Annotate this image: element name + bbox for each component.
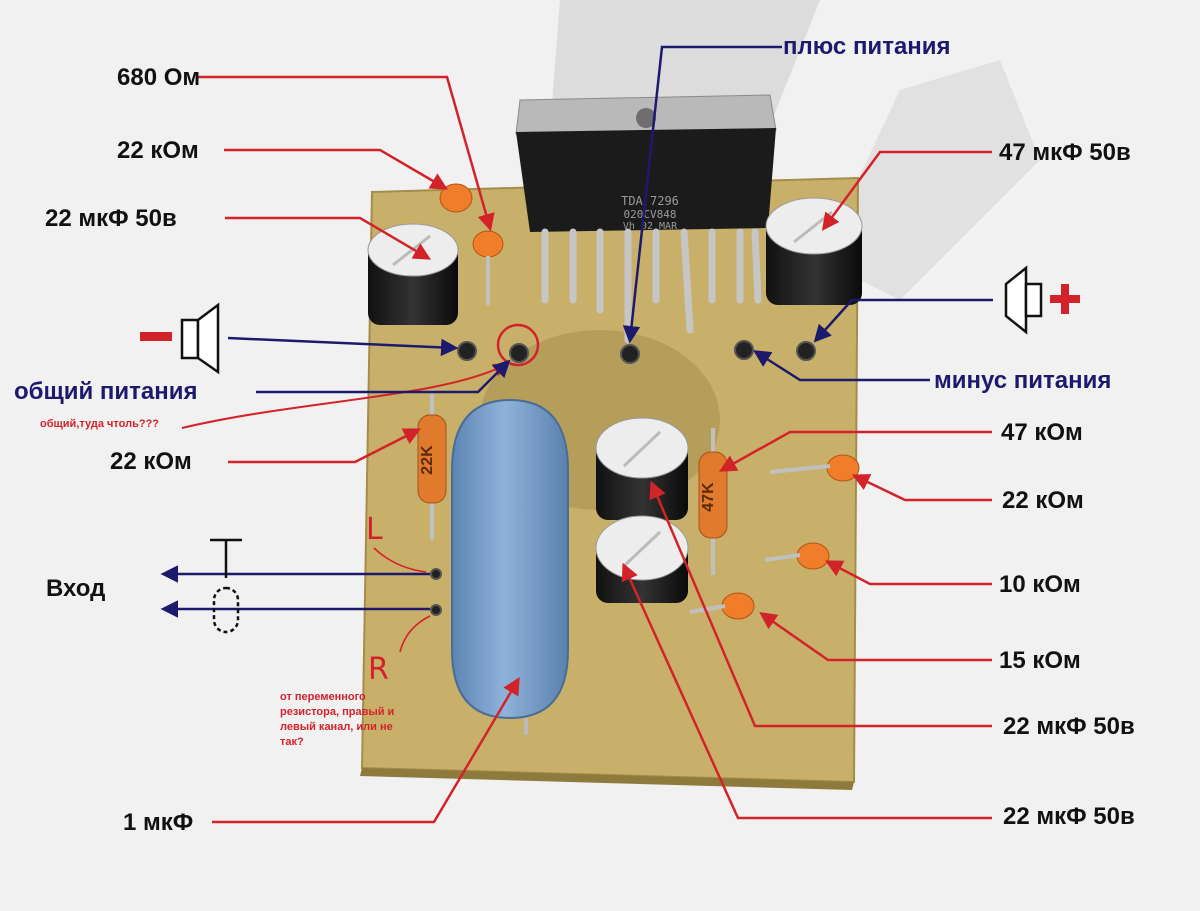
label-15k: 15 кОм (999, 647, 1081, 674)
tda7296-chip: TDA 7296 020CV848 Vh 02 MAR (515, 94, 777, 344)
shadow-shape (820, 60, 1040, 300)
note-right-channel: R (368, 652, 389, 687)
pointer-common-question (181, 363, 508, 429)
pointer-minus-power (753, 350, 930, 382)
label-47k: 47 кОм (1001, 419, 1083, 446)
speaker-plus-icon (1004, 265, 1080, 335)
label-22uf-bottom: 22 мкФ 50в (1003, 803, 1135, 830)
note-left-channel: L (366, 512, 383, 547)
resistor-22k: 22K (417, 390, 447, 540)
pointer-speaker-plus (813, 298, 993, 343)
pointer-plus-power (622, 45, 782, 344)
pointer-15k (759, 611, 992, 662)
note-variable-resistor: от переменного резистора, правый и левый… (280, 691, 395, 748)
resistor-47k: 47K (698, 428, 728, 575)
pointer-22k-right (851, 474, 992, 502)
capacitor-22uf-mid (595, 417, 689, 520)
capacitor-22uf-bottom (595, 515, 689, 603)
capacitor-47uf (765, 197, 863, 305)
hand-drawn-circle (496, 323, 540, 367)
label-10k: 10 кОм (999, 571, 1081, 598)
film-capacitor-1uf (451, 398, 569, 735)
pcb-edge (360, 768, 854, 790)
speaker-minus-icon (140, 302, 220, 375)
pointer-22uf-mid (649, 480, 992, 728)
pointer-47k (718, 430, 992, 472)
pointer-22uf-left (225, 216, 432, 260)
label-input: Вход (46, 575, 106, 602)
label-minus-power: минус питания (934, 367, 1112, 394)
pointer-22uf-bottom (621, 562, 992, 820)
label-plus-power: плюс питания (783, 33, 951, 60)
label-1uf: 1 мкФ (123, 809, 194, 836)
label-22k-left: 22 кОм (110, 448, 192, 475)
pointer-47uf (821, 150, 992, 231)
pointer-1uf (212, 676, 520, 824)
pointer-common-power (256, 359, 511, 394)
pointer-speaker-minus (227, 336, 459, 357)
pointer-10k (824, 560, 992, 586)
pointer-right-channel (399, 615, 431, 653)
solder-pads (430, 340, 816, 616)
label-22k-top: 22 кОм (117, 137, 199, 164)
chip-marking: Vh 02 MAR (623, 221, 678, 232)
pointer-left-channel (373, 547, 427, 573)
label-47uf: 47 мкФ 50в (999, 139, 1131, 166)
label-680-ohm: 680 Ом (117, 64, 201, 91)
pointer-22k-left (228, 428, 422, 464)
input-jack-icon (210, 538, 242, 634)
chip-marking: 020CV848 (624, 208, 677, 221)
chip-marking: TDA 7296 (621, 194, 679, 208)
label-common-power: общий питания (14, 378, 198, 405)
label-22uf-left: 22 мкФ 50в (45, 205, 177, 232)
capacitor-22uf-left (367, 223, 459, 325)
pointer-22k-top (224, 148, 449, 190)
pointer-680-ohm (198, 75, 495, 232)
resistor-marking: 22K (419, 445, 436, 475)
label-22k-right: 22 кОм (1002, 487, 1084, 514)
resistor-marking: 47K (700, 482, 717, 512)
note-common-question: общий,туда чтоль??? (40, 418, 160, 430)
small-resistors (439, 183, 860, 620)
label-22uf-mid: 22 мкФ 50в (1003, 713, 1135, 740)
